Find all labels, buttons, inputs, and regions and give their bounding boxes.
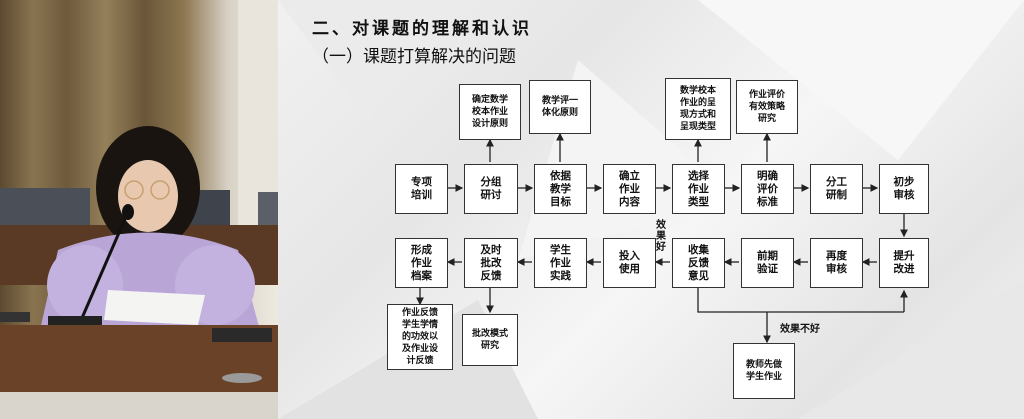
step-teaching-goals: 依据 教学 目标: [534, 164, 587, 214]
bottom-grading-mode: 批改模式 研究: [462, 314, 518, 366]
step-group-discussion: 分组 研讨: [464, 164, 518, 214]
top-evaluation-strategy: 作业评价 有效策略 研究: [736, 80, 798, 134]
top-design-principles: 确定数学 校本作业 设计原则: [459, 84, 521, 140]
step-initial-review: 初步 审核: [879, 164, 929, 214]
step-special-training: 专项 培训: [395, 164, 448, 214]
label-effect-good: 效 果 好: [656, 220, 666, 253]
slide-title: 二、对课题的理解和认识: [312, 19, 532, 39]
step-evaluation-standard: 明确 评价 标准: [741, 164, 794, 214]
step-homework-type: 选择 作业 类型: [672, 164, 725, 214]
speaker-scene: [0, 0, 278, 419]
top-presentation-types: 数学校本 作业的呈 现方式和 呈现类型: [665, 78, 731, 140]
slide-subtitle: （一）课题打算解决的问题: [312, 47, 516, 67]
step-put-into-use: 投入 使用: [603, 238, 656, 288]
step-timely-feedback: 及时 批改 反馈: [464, 238, 518, 288]
step-form-archive: 形成 作业 档案: [395, 238, 448, 288]
step-division-development: 分工 研制: [810, 164, 863, 214]
step-student-practice: 学生 作业 实践: [534, 238, 587, 288]
label-effect-bad: 效果不好: [780, 324, 820, 335]
step-preliminary-verification: 前期 验证: [741, 238, 794, 288]
presentation-slide: 二、对课题的理解和认识 （一）课题打算解决的问题: [278, 0, 1024, 419]
bottom-feedback-effect: 作业反馈 学生学情 的功效以 及作业设 计反馈: [387, 304, 453, 370]
step-improve: 提升 改进: [879, 238, 929, 288]
bottom-teacher-first: 教师先做 学生作业: [733, 343, 795, 399]
step-second-review: 再度 审核: [810, 238, 863, 288]
top-integration-principle: 教学评一 体化原则: [529, 80, 591, 134]
flowchart-connectors: [416, 132, 908, 344]
step-homework-content: 确立 作业 内容: [603, 164, 656, 214]
speaker-video: [0, 0, 278, 419]
step-collect-feedback: 收集 反馈 意见: [672, 238, 725, 288]
